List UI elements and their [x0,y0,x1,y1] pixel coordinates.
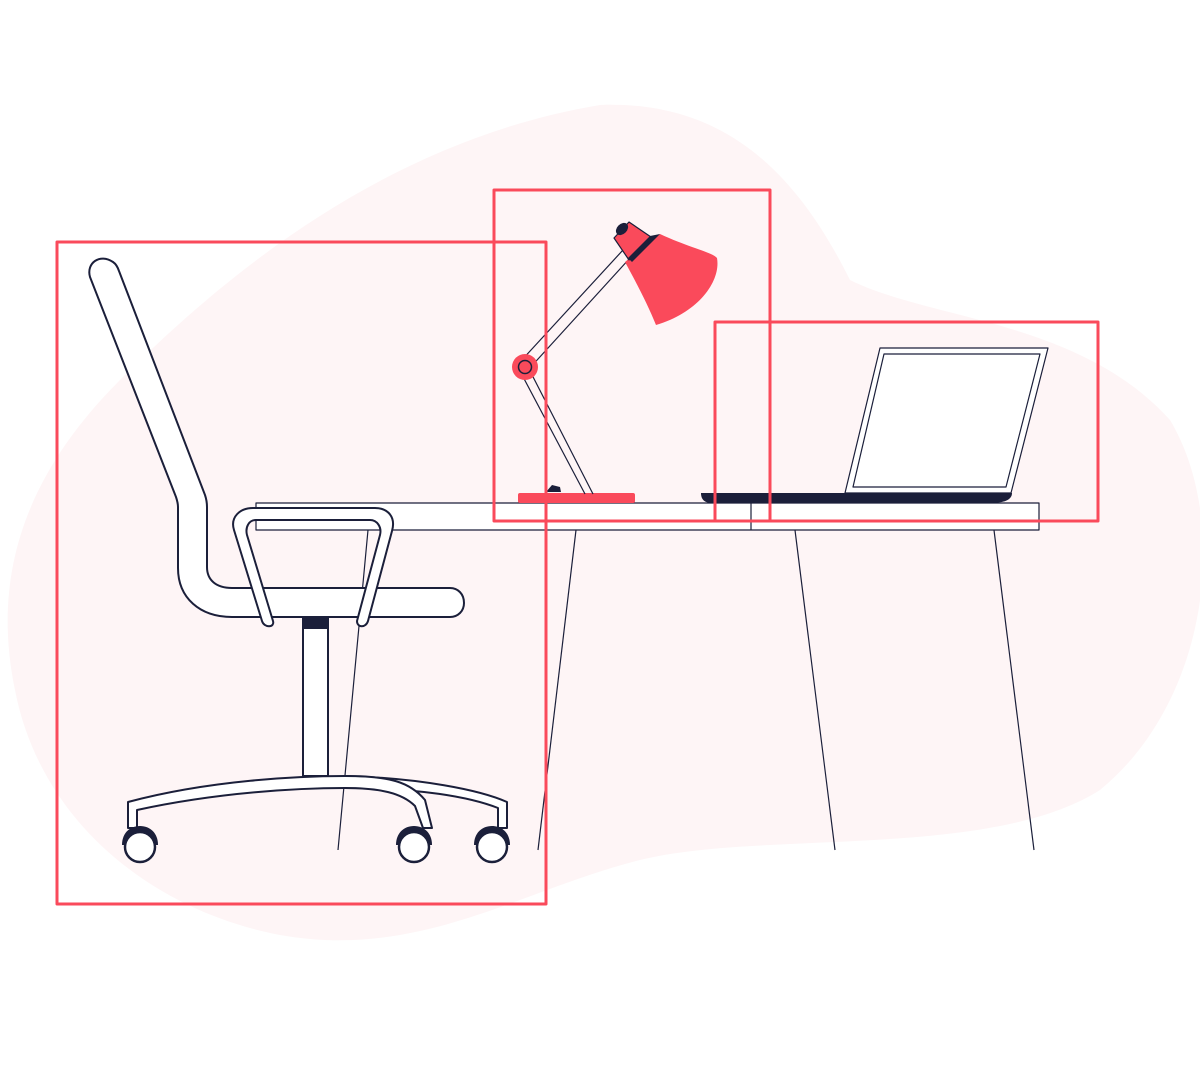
chair-backrest-seat [88,257,465,618]
chair-caster [396,826,432,864]
chair-caster [474,826,510,864]
desk-leg [794,529,836,851]
desk-leg [537,529,577,851]
highlight-box-laptop [713,320,1100,523]
chair-column-cap [302,617,329,628]
highlight-box-chair [55,240,548,906]
desk-leg [337,529,369,851]
laptop-icon [701,347,1049,503]
desk-leg [993,529,1035,851]
desk-lamp-icon [512,221,718,503]
laptop-base [701,493,1012,503]
chair-caster [122,826,158,864]
highlight-box-lamp [492,188,772,523]
chair-base-front [127,775,433,829]
lamp-joint [512,354,538,380]
chair-armrest [232,507,394,628]
lamp-base [518,493,635,503]
laptop-screen [852,353,1041,488]
office-chair-icon [88,257,510,864]
lamp-base-clip [546,485,561,492]
chair-column [302,627,329,777]
lamp-shade [625,234,718,325]
